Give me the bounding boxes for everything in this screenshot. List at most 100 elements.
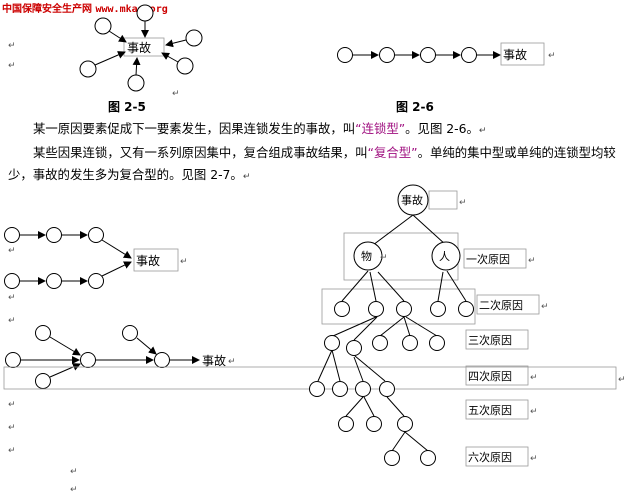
level-6-label: 六次原因	[468, 450, 512, 464]
chain-node	[337, 47, 353, 63]
tree-node	[372, 335, 388, 351]
figure-2-6-caption: 图 2-6	[396, 100, 434, 114]
svg-text:↵: ↵	[180, 257, 188, 267]
tree-node	[346, 340, 362, 356]
accident-box	[500, 42, 545, 66]
svg-text:↵: ↵	[530, 373, 538, 383]
object-node	[353, 241, 383, 271]
tree-node	[430, 301, 446, 317]
figure-2-5-caption: 图 2-5	[108, 100, 146, 114]
tree-node	[324, 335, 340, 351]
chain-node	[379, 47, 395, 63]
merge-node	[154, 352, 170, 368]
level-2-frame	[321, 288, 476, 325]
svg-text:↵: ↵	[8, 246, 16, 256]
merging-chains-diagram: 事故 ↵	[4, 227, 188, 289]
site-watermark: 中国保障安全生产网 www.mkaq.org	[2, 0, 168, 15]
compound-chain-diagram: 事故 ↵	[5, 325, 236, 389]
accident-label: 事故	[127, 40, 151, 55]
chain-node	[4, 227, 20, 243]
paragraph-mark: ↵	[478, 126, 487, 136]
cause-node	[35, 325, 51, 341]
tree-node	[332, 381, 348, 397]
svg-text:↵: ↵	[8, 400, 16, 410]
arrow	[165, 39, 187, 48]
tree-node	[396, 301, 412, 317]
level-3-label: 三次原因	[468, 333, 512, 347]
svg-text:↵: ↵	[8, 293, 16, 303]
svg-text:↵: ↵	[618, 375, 626, 385]
tree-node	[397, 416, 413, 432]
arrow	[161, 52, 179, 63]
cause-tree-diagram: 事故 ↵ 物 ↵ 人	[309, 184, 476, 466]
cause-node	[5, 352, 21, 368]
tree-node	[366, 416, 382, 432]
body-text: 某一原因要素促成下一要素发生，因果连锁发生的事故，叫“连锁型”。见图 2-6。↵…	[8, 118, 636, 188]
figure-2-5-diagram: 事故 ↵	[79, 4, 203, 99]
svg-text:↵: ↵	[528, 256, 536, 266]
svg-text:↵: ↵	[8, 446, 16, 456]
tree-node	[458, 301, 474, 317]
tree-node	[334, 301, 350, 317]
tree-node	[338, 416, 354, 432]
cause-level-labels: 一次原因 ↵ 二次原因 ↵ 三次原因 四次原因 ↵ 五次原因 ↵ 六次原因 ↵	[463, 248, 549, 467]
tree-node	[420, 450, 436, 466]
object-label: 物	[361, 249, 372, 263]
svg-text:↵: ↵	[228, 357, 236, 367]
cause-node	[94, 17, 112, 35]
term-chain-type: “连锁型”	[355, 121, 406, 136]
paragraph-chain-type: 某一原因要素促成下一要素发生，因果连锁发生的事故，叫“连锁型”。见图 2-6。↵	[33, 121, 487, 136]
arrow	[132, 57, 141, 76]
tree-node	[309, 381, 325, 397]
figure-2-7-diagram: ↵ ↵ ↵ ↵ ↵ ↵ ↵ ↵ 事故 ↵	[3, 184, 626, 493]
svg-text:↵: ↵	[541, 302, 549, 312]
root-label: 事故	[401, 193, 423, 207]
chain-node	[461, 47, 477, 63]
watermark-url: www.mkaq.org	[95, 4, 168, 15]
term-compound-type: “复合型”	[367, 145, 418, 160]
tree-node	[355, 381, 371, 397]
svg-text:↵: ↵	[530, 407, 538, 417]
tree-node	[429, 335, 445, 351]
accident-label: 事故	[136, 253, 160, 268]
blank-line-marks: ↵ ↵ ↵ ↵ ↵ ↵ ↵ ↵	[8, 246, 78, 493]
accident-label: 事故	[503, 47, 527, 62]
center-box	[123, 37, 165, 57]
accident-label: 事故	[202, 353, 226, 368]
tree-node	[379, 381, 395, 397]
chain-node	[88, 227, 104, 243]
svg-text:↵: ↵	[8, 316, 16, 326]
chain-node	[4, 273, 20, 289]
watermark-site-name: 中国保障安全生产网	[2, 4, 92, 15]
tree-node	[402, 335, 418, 351]
paragraph-mark: ↵	[8, 61, 16, 71]
svg-text:↵: ↵	[70, 467, 78, 477]
cause-node	[136, 4, 154, 22]
chain-node	[46, 227, 62, 243]
cause-node	[185, 29, 203, 47]
svg-text:↵: ↵	[380, 253, 388, 263]
paragraph-compound-type: 某些因果连锁，又有一系列原因集中，复合组成事故结果，叫“复合型”。单纯的集中型或…	[8, 145, 616, 182]
cause-node	[176, 57, 194, 75]
merge-node	[80, 352, 96, 368]
level-1-label: 一次原因	[466, 252, 510, 266]
arrow	[108, 30, 127, 43]
paragraph-mark: ↵	[172, 89, 180, 99]
paragraph-mark: ↵	[242, 172, 251, 182]
svg-text:↵: ↵	[8, 423, 16, 433]
person-node	[431, 241, 461, 271]
tree-node	[368, 301, 384, 317]
paragraph-mark: ↵	[548, 51, 556, 61]
chain-node	[420, 47, 436, 63]
svg-text:↵: ↵	[530, 454, 538, 464]
cause-node	[122, 325, 138, 341]
level-4-label: 四次原因	[468, 369, 512, 383]
accident-box	[133, 248, 179, 272]
chain-node	[46, 273, 62, 289]
figures-2-5-and-2-6: ↵ ↵ 事故 ↵ 事故 ↵	[8, 4, 556, 99]
arrow	[94, 51, 126, 66]
cause-node	[127, 74, 145, 92]
tree-edges	[317, 214, 467, 452]
accident-node	[397, 184, 429, 216]
cause-node	[79, 60, 97, 78]
